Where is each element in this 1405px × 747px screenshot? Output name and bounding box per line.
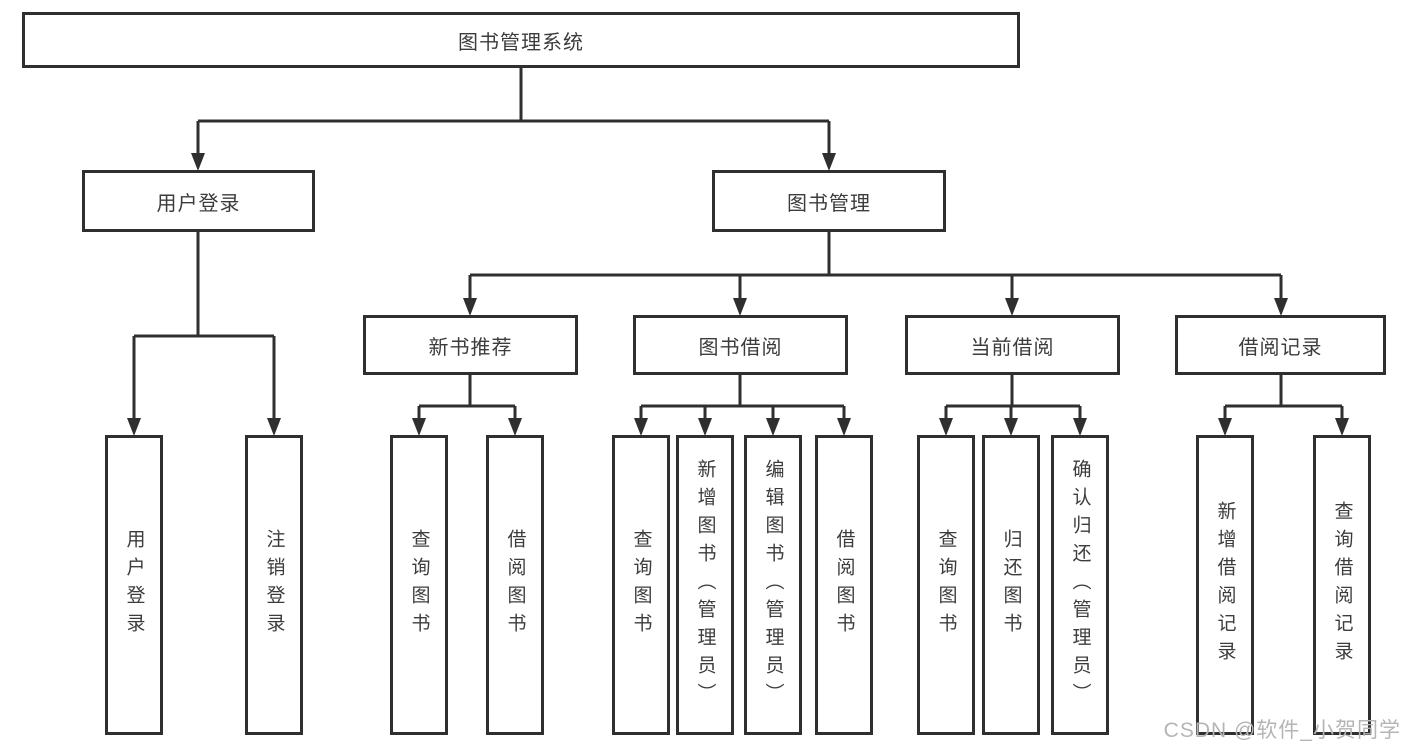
- node-current-borrow: 当前借阅: [905, 315, 1120, 375]
- node-label: 查询图书: [630, 529, 652, 641]
- leaf-add-books-admin: 新增图书（管理员）: [676, 435, 734, 735]
- node-system-root: 图书管理系统: [22, 12, 1020, 68]
- node-label: 借阅图书: [833, 529, 855, 641]
- leaf-query-books-3: 查询图书: [917, 435, 975, 735]
- node-label: 确认归还（管理员）: [1069, 459, 1091, 711]
- leaf-logout: 注销登录: [245, 435, 303, 735]
- node-book-borrow: 图书借阅: [633, 315, 848, 375]
- node-label: 用户登录: [156, 192, 241, 215]
- leaf-query-borrow-record: 查询借阅记录: [1313, 435, 1371, 735]
- leaf-return-books: 归还图书: [982, 435, 1040, 735]
- leaf-query-books-1: 查询图书: [390, 435, 448, 735]
- leaf-query-books-2: 查询图书: [612, 435, 670, 735]
- leaf-borrow-books-2: 借阅图书: [815, 435, 873, 735]
- node-label: 新增借阅记录: [1214, 501, 1236, 669]
- leaf-user-login: 用户登录: [105, 435, 163, 735]
- leaf-confirm-return-admin: 确认归还（管理员）: [1051, 435, 1109, 735]
- node-label: 用户登录: [123, 529, 145, 641]
- node-label: 编辑图书（管理员）: [762, 459, 784, 711]
- node-label: 借阅记录: [1238, 336, 1323, 359]
- node-label: 当前借阅: [970, 336, 1055, 359]
- node-book-management-group: 图书管理: [712, 170, 946, 232]
- node-label: 新书推荐: [428, 336, 513, 359]
- node-label: 查询借阅记录: [1331, 501, 1353, 669]
- node-label: 图书借阅: [698, 336, 783, 359]
- node-label: 图书管理: [787, 192, 871, 215]
- node-label: 借阅图书: [504, 529, 526, 641]
- node-new-book-recommend: 新书推荐: [363, 315, 578, 375]
- node-label: 归还图书: [1000, 529, 1022, 641]
- node-label: 查询图书: [935, 529, 957, 641]
- node-label: 查询图书: [408, 529, 430, 641]
- leaf-edit-books-admin: 编辑图书（管理员）: [744, 435, 802, 735]
- node-user-login-group: 用户登录: [82, 170, 315, 232]
- node-borrow-records: 借阅记录: [1175, 315, 1386, 375]
- node-label: 注销登录: [263, 529, 285, 641]
- leaf-add-borrow-record: 新增借阅记录: [1196, 435, 1254, 735]
- node-label: 新增图书（管理员）: [694, 459, 716, 711]
- node-label: 图书管理系统: [458, 31, 584, 54]
- leaf-borrow-books-1: 借阅图书: [486, 435, 544, 735]
